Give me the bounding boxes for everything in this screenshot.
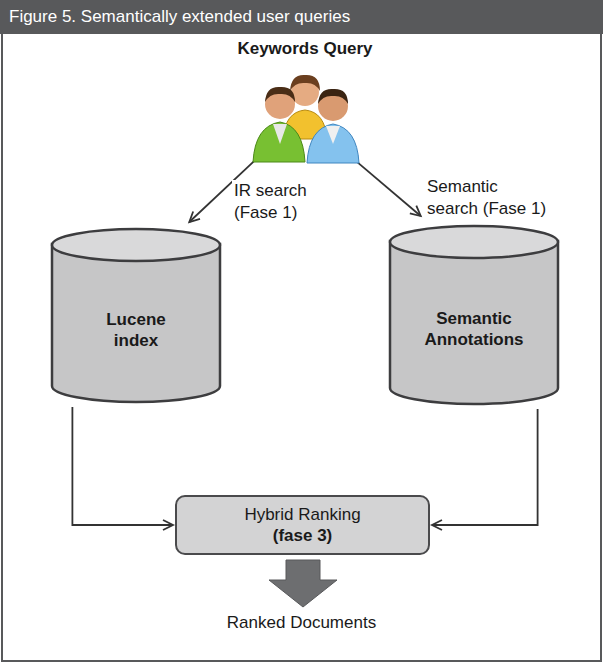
connector-arrow	[72, 407, 173, 525]
block-arrow	[269, 560, 337, 607]
text-group: Hybrid Ranking(fase 3)	[244, 504, 360, 546]
figure-title: Figure 5. Semantically extended user que…	[0, 0, 603, 34]
cylinder-body	[390, 241, 558, 404]
text-group: Keywords Query	[228, 38, 382, 59]
database-cylinder: Semantic Annotations	[388, 225, 560, 405]
node-text: Hybrid Ranking	[244, 504, 360, 525]
node-text: (fase 3)	[244, 525, 360, 546]
person-hair	[265, 87, 295, 102]
edge-label: Semantic search (Fase 1)	[425, 176, 553, 220]
person-body	[253, 122, 305, 162]
connector-arrow	[354, 160, 420, 216]
person-collar	[273, 124, 287, 144]
cylinder-body	[52, 244, 220, 402]
text-group: Semantic Annotations	[408, 308, 540, 350]
database-cylinder: Lucene index	[50, 228, 222, 403]
process-box: Hybrid Ranking(fase 3)	[175, 495, 430, 555]
title-bar: Figure 5. Semantically extended user que…	[0, 0, 603, 34]
edge-label: IR search (Fase 1)	[232, 180, 336, 224]
users-icon	[245, 64, 365, 164]
text-group: Lucene index	[90, 309, 182, 351]
output-label: Ranked Documents	[0, 612, 603, 634]
person-collar	[326, 126, 340, 144]
cylinder-top	[390, 226, 558, 258]
cylinder-top	[52, 229, 220, 261]
node-text: Lucene index	[90, 309, 182, 351]
connector-arrow	[432, 409, 538, 525]
person-hair	[290, 75, 320, 91]
node-text: Keywords Query	[228, 38, 382, 59]
user-actor: Keywords Query	[228, 38, 382, 166]
person-body	[307, 124, 359, 163]
node-text: Semantic Annotations	[408, 308, 540, 350]
person-hair	[318, 89, 348, 104]
